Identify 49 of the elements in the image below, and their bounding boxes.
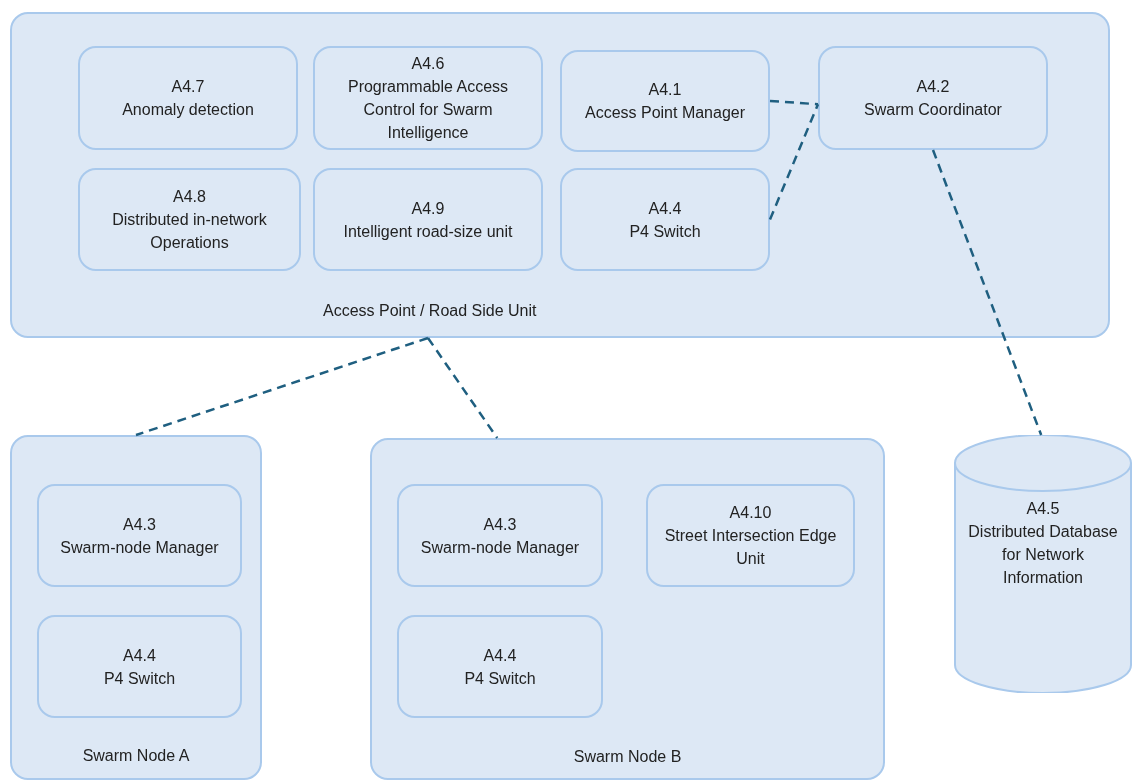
- component-description: P4 Switch: [103, 668, 176, 689]
- group-panel: [10, 435, 262, 780]
- component-description: Swarm-node Manager: [420, 537, 580, 558]
- component-id: A4.2: [916, 77, 950, 97]
- component-id: A4.4: [648, 198, 682, 219]
- component-box: [78, 168, 301, 271]
- component-description: P4 Switch: [464, 668, 536, 689]
- group-label: Swarm Node A: [81, 747, 191, 765]
- component-id: A4.1: [648, 80, 682, 100]
- component-id: A4.6: [411, 54, 445, 74]
- component-box: [397, 615, 603, 718]
- component-box: [78, 46, 298, 150]
- component-box: [818, 46, 1048, 150]
- component-description: P4 Switch: [629, 221, 701, 242]
- component-id: A4.10: [729, 503, 772, 523]
- component-id: A4.8: [173, 187, 206, 207]
- component-box: [397, 484, 603, 587]
- component-id: A4.7: [171, 77, 205, 97]
- component-id: A4.9: [411, 198, 445, 219]
- component-id: A4.3: [123, 514, 156, 535]
- group-label: Access Point / Road Side Unit: [323, 302, 537, 320]
- dashed-connector: [769, 99, 819, 106]
- component-box: [37, 615, 242, 718]
- dashed-connector: [426, 337, 499, 439]
- component-box: [37, 484, 242, 587]
- group-label: Swarm Node B: [572, 748, 683, 766]
- component-id: A4.5: [1026, 499, 1060, 519]
- group-panel: [370, 438, 885, 780]
- component-description: Distributed in-network Operations: [111, 210, 268, 253]
- component-box: [560, 168, 770, 271]
- component-description: Distributed Database for Network Information: [967, 522, 1119, 588]
- component-description: Swarm-node Manager: [60, 537, 219, 558]
- component-box: [313, 168, 543, 271]
- dashed-connector: [931, 149, 1043, 436]
- component-description: Street Intersection Edge Unit: [663, 526, 838, 569]
- component-description: Anomaly detection: [122, 100, 254, 120]
- dashed-connector: [768, 103, 820, 220]
- dashed-connector: [135, 336, 429, 437]
- component-description: Swarm Coordinator: [864, 100, 1002, 120]
- component-box: [560, 50, 770, 152]
- component-id: A4.4: [483, 645, 517, 666]
- component-id: A4.3: [483, 514, 517, 535]
- component-id: A4.4: [123, 645, 156, 666]
- component-description: Access Point Manager: [584, 103, 746, 123]
- component-description: Programmable Access Control for Swarm Intelligence: [346, 77, 510, 143]
- component-box: [646, 484, 855, 587]
- component-description: Intelligent road-size unit: [343, 221, 513, 242]
- component-box: [313, 46, 543, 150]
- group-panel: [10, 12, 1110, 338]
